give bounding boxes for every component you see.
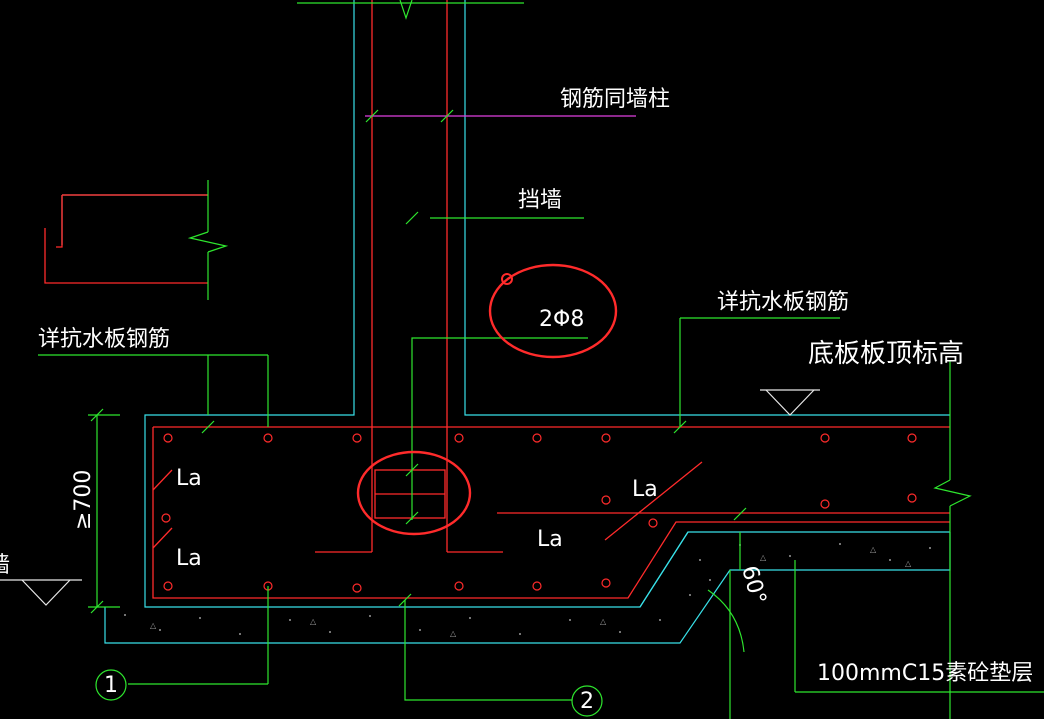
callout-2-number: 2 xyxy=(580,689,594,714)
callout-1-number: 1 xyxy=(104,673,118,698)
label-rebar-same-as-wall-column: 钢筋同墙柱 xyxy=(560,87,670,112)
bedding-hatch: △ △ △ △ △ △ △ xyxy=(124,543,931,638)
rebar-lines xyxy=(152,0,950,599)
label-waterproof-slab-rebar-right: 详抗水板钢筋 xyxy=(717,290,849,315)
label-waterproof-slab-rebar-left: 详抗水板钢筋 xyxy=(38,327,170,352)
label-slab-top-elevation: 底板板顶标高 xyxy=(808,339,964,369)
label-la-4: La xyxy=(537,527,563,552)
label-left-edge-partial: 墙 xyxy=(0,553,10,578)
svg-text:△: △ xyxy=(870,545,877,554)
svg-text:△: △ xyxy=(450,629,457,638)
label-bedding-layer: 100mmC15素砼垫层 xyxy=(817,661,1033,686)
label-la-1: La xyxy=(176,466,202,491)
break-lines xyxy=(44,0,413,300)
elevation-markers xyxy=(0,389,820,606)
rebar-dots xyxy=(161,433,917,593)
label-la-2: La xyxy=(176,546,202,571)
wall-outline xyxy=(104,0,951,644)
callout-circles xyxy=(95,669,603,717)
svg-text:△: △ xyxy=(905,559,912,568)
highlight-marks xyxy=(356,263,618,536)
labels: 钢筋同墙柱 挡墙 2Φ8 详抗水板钢筋 详抗水板钢筋 底板板顶标高 La La … xyxy=(0,87,1033,714)
tick-marks xyxy=(90,109,747,614)
label-retaining-wall: 挡墙 xyxy=(518,188,562,213)
label-dimension-700: ≥700 xyxy=(71,470,96,530)
svg-text:△: △ xyxy=(310,617,317,626)
svg-text:△: △ xyxy=(150,621,157,630)
svg-text:△: △ xyxy=(600,617,607,626)
label-circled-rebar: 2Φ8 xyxy=(539,307,584,332)
label-la-3: La xyxy=(632,477,658,502)
leader-lines xyxy=(38,2,1044,719)
svg-text:△: △ xyxy=(760,553,767,562)
